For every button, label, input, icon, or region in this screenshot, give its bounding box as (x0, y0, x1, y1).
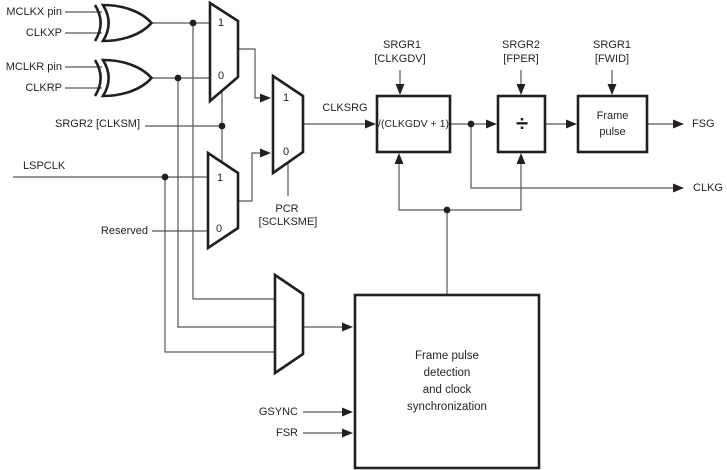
junction-mclkr (174, 74, 182, 82)
label-clkgdv-line1: SRGR1 (383, 39, 421, 51)
label-fwid-line1: SRGR1 (593, 39, 631, 51)
arrow-syncmux-into-box (342, 322, 353, 332)
junction-clksm (218, 122, 226, 130)
sync-line2: detection (423, 366, 471, 379)
label-srgr2-clksm: SRGR2 [CLKSM] (55, 118, 140, 130)
sync-line4: synchronization (407, 400, 487, 413)
muxlsp-input-1: 1 (216, 172, 224, 184)
fper-divider-box (496, 94, 547, 154)
label-pcr-line2: [SCLKSME] (258, 216, 318, 228)
xor1-input-arc (93, 4, 102, 42)
xor2-input-arc (93, 59, 102, 97)
arrowheads (260, 84, 684, 438)
sync-box (353, 293, 541, 470)
xor-gate-mclkx (93, 3, 154, 43)
mux1-input-0: 0 (217, 70, 225, 82)
label-clkgdv-line2: [CLKGDV] (374, 53, 426, 65)
label-fper-line2: [FPER] (503, 53, 539, 65)
wire-mux1-out (238, 48, 264, 99)
label-reserved: Reserved (100, 225, 148, 237)
arrow-fsg (673, 119, 684, 129)
wire-mclkx-to-syncmux (192, 23, 275, 300)
arrow-fwid-down (607, 84, 617, 95)
label-mclkx-pin: MCLKX pin (6, 6, 62, 18)
label-clksrg: CLKSRG (322, 102, 368, 114)
label-fsg: FSG (692, 118, 715, 130)
mux-pin-select (208, 0, 240, 104)
junction-dots (161, 19, 475, 214)
arrow-into-divider (365, 119, 376, 129)
xor1-body (100, 3, 154, 43)
junction-feedback (443, 206, 451, 214)
label-lspclk: LSPCLK (23, 160, 66, 172)
arrow-into-fper (486, 119, 497, 129)
frame-pulse-box (576, 94, 649, 154)
mux-lspclk-select (206, 150, 240, 251)
mux2-input-1: 1 (282, 92, 290, 104)
label-fwid-line2: [FWID] (594, 53, 630, 65)
xor-gate-mclkr (93, 58, 154, 98)
clkgdv-divider-box (375, 94, 452, 154)
mux-sync-source (273, 272, 305, 376)
label-pcr-line1: PCR (275, 203, 299, 215)
frame-pulse-line2: pulse (599, 126, 626, 138)
frame-pulse-label: Frame pulse (578, 96, 647, 152)
label-clkrp: CLKRP (25, 82, 62, 94)
arrow-feedback-fper (516, 153, 526, 164)
junction-divider-out (467, 120, 475, 128)
junction-lspclk (161, 173, 169, 181)
arrow-clkg (673, 183, 684, 193)
label-mclkr-pin: MCLKR pin (5, 61, 62, 73)
wire-muxlsp-out (238, 152, 264, 202)
arrow-into-mux2-1 (260, 93, 271, 103)
arrow-gsync (342, 407, 353, 417)
label-clkxp: CLKXP (25, 27, 62, 39)
label-gsync: GSYNC (258, 406, 298, 418)
clkgdv-divider-label: /(CLKGDV + 1) (378, 118, 449, 130)
label-clkg: CLKG (693, 182, 723, 194)
arrow-fper-down (516, 84, 526, 95)
arrow-into-mux2-0 (260, 148, 271, 158)
wire-lspclk-to-syncmux (164, 177, 275, 353)
arrow-into-framepulse (566, 119, 577, 129)
mux1-input-1: 1 (217, 17, 225, 29)
arrow-feedback-divider (394, 153, 404, 164)
muxlsp-input-0: 0 (215, 223, 223, 235)
junction-mclkx (189, 19, 197, 27)
xor2-body (100, 58, 154, 98)
sync-line3: and clock (422, 383, 472, 396)
wires (13, 11, 677, 434)
wire-mclkr-to-syncmux (177, 78, 275, 328)
fper-divider-symbol: ÷ (515, 111, 529, 136)
arrow-fsr (342, 428, 353, 438)
label-fsr: FSR (276, 427, 298, 439)
wire-clkg (470, 124, 677, 189)
wire-sync-feedback (398, 158, 522, 211)
sync-box-label: Frame pulse detection and clock synchron… (355, 295, 539, 468)
label-fper-line1: SRGR2 (502, 39, 540, 51)
mux-sclksme (271, 73, 305, 176)
arrow-clkgdv-down (395, 84, 405, 95)
frame-pulse-line1: Frame (596, 110, 629, 122)
mux2-input-0: 0 (282, 146, 290, 158)
sync-line1: Frame pulse (415, 349, 479, 362)
